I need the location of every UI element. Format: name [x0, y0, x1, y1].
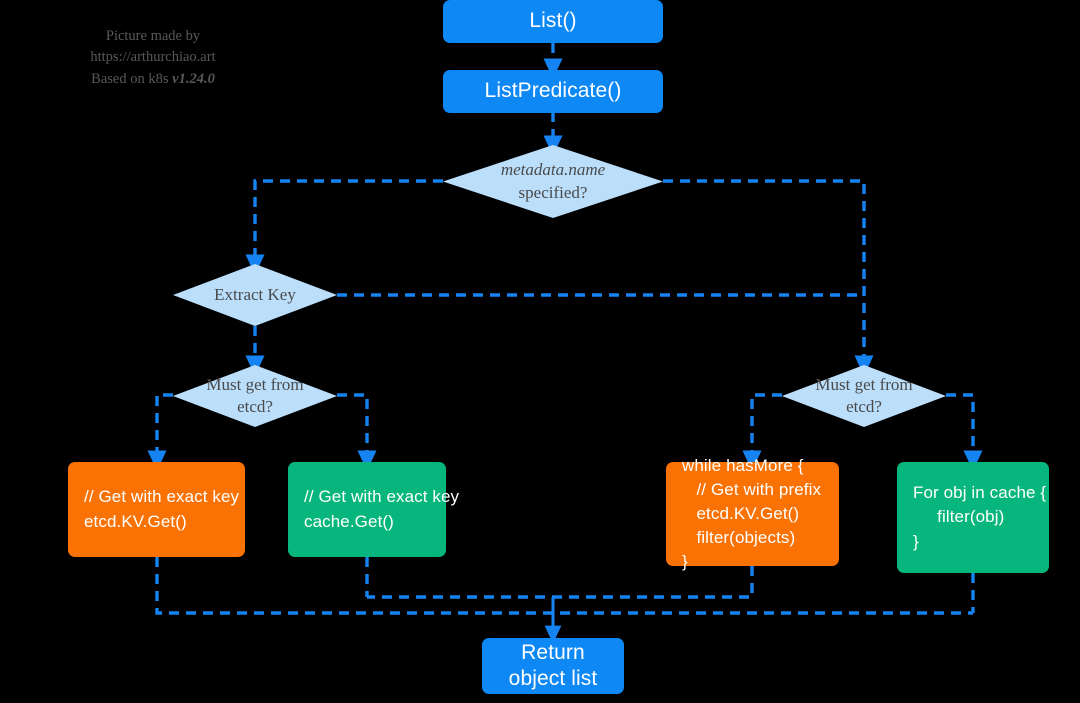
wire-etcd-box-to-merge	[155, 557, 973, 615]
diamond-shape	[443, 145, 663, 218]
wire-metadata-left-to-extractkey	[245, 179, 443, 275]
credit-line-3: Based on k8s v1.24.0	[58, 69, 248, 90]
decision-must-get-etcd-left[interactable]: Must get from etcd?	[173, 365, 337, 427]
node-return-line2: object list	[508, 667, 598, 690]
diamond-shape	[173, 365, 337, 427]
decision-extract-key-line1: Extract Key	[214, 284, 296, 304]
diamond-shape	[782, 365, 946, 427]
decision-metadata-name-label: metadata.name specified?	[443, 145, 663, 218]
code-line: }	[682, 552, 688, 572]
credit-k8s-prefix: Based on k8s	[91, 70, 173, 87]
node-cache-loop-lines: For obj in cache { filter(obj) }	[913, 481, 1046, 553]
wire-left-decision-to-cache-box	[337, 393, 377, 471]
credit-k8s-version: v1.24.0	[172, 70, 215, 87]
node-etcd-prefix-loop[interactable]: while hasMore { // Get with prefix etcd.…	[666, 456, 839, 571]
decision-must-get-etcd-left-label: Must get from etcd?	[173, 365, 337, 427]
credit-line-1: Picture made by	[105, 28, 201, 44]
code-line: etcd.KV.Get()	[84, 511, 187, 531]
code-line: filter(obj)	[913, 507, 1005, 527]
code-line: cache.Get()	[304, 511, 394, 531]
node-cache-exact-key-lines: // Get with exact key cache.Get()	[304, 485, 459, 533]
node-list-predicate-label: ListPredicate()	[484, 79, 622, 103]
decision-extract-key-label: Extract Key	[173, 264, 337, 326]
node-cache-loop[interactable]: For obj in cache { filter(obj) }	[897, 462, 1049, 573]
code-line: // Get with exact key	[304, 487, 460, 507]
code-line: // Get with prefix	[682, 479, 822, 499]
node-return-object-list[interactable]: Return object list	[482, 638, 624, 694]
code-line: For obj in cache {	[913, 483, 1047, 503]
credit-block: Picture made by https://arthurchiao.art …	[58, 26, 248, 90]
code-line: filter(objects)	[682, 528, 796, 548]
decision-must-get-etcd-left-line1: Must get from	[206, 374, 304, 394]
decision-must-get-etcd-right[interactable]: Must get from etcd?	[782, 365, 946, 427]
node-etcd-exact-key-lines: // Get with exact key etcd.KV.Get()	[84, 485, 239, 533]
wire-right-decision-to-cache-loop-box	[946, 393, 983, 471]
node-list-predicate[interactable]: ListPredicate()	[443, 70, 663, 113]
diamond-shape	[173, 264, 337, 326]
decision-extract-key[interactable]: Extract Key	[173, 264, 337, 326]
decision-metadata-name[interactable]: metadata.name specified?	[443, 145, 663, 218]
node-etcd-prefix-loop-lines: while hasMore { // Get with prefix etcd.…	[682, 454, 821, 575]
credit-line-2: https://arthurchiao.art	[90, 49, 216, 66]
code-line: etcd.KV.Get()	[682, 503, 800, 523]
node-list-label: List()	[529, 9, 577, 33]
decision-metadata-name-line2: specified?	[518, 182, 588, 202]
decision-must-get-etcd-right-line2: etcd?	[846, 397, 882, 416]
node-return-line1: Return	[521, 640, 585, 664]
node-cache-exact-key[interactable]: // Get with exact key cache.Get()	[288, 462, 459, 557]
wire-metadata-right-to-etcd-decision	[663, 179, 874, 376]
decision-must-get-etcd-right-line1: Must get from	[815, 374, 913, 394]
decision-metadata-name-line1: metadata.name	[500, 160, 606, 180]
wire-right-decision-to-etcd-prefix-box	[742, 393, 782, 471]
wire-left-decision-to-etcd-box	[147, 393, 173, 471]
code-line: }	[913, 531, 919, 551]
node-list[interactable]: List()	[443, 0, 663, 43]
decision-must-get-etcd-left-line2: etcd?	[237, 397, 273, 416]
code-line: while hasMore {	[682, 455, 804, 475]
code-line: // Get with exact key	[84, 487, 240, 507]
node-etcd-exact-key[interactable]: // Get with exact key etcd.KV.Get()	[68, 462, 245, 557]
decision-must-get-etcd-right-label: Must get from etcd?	[782, 365, 946, 427]
